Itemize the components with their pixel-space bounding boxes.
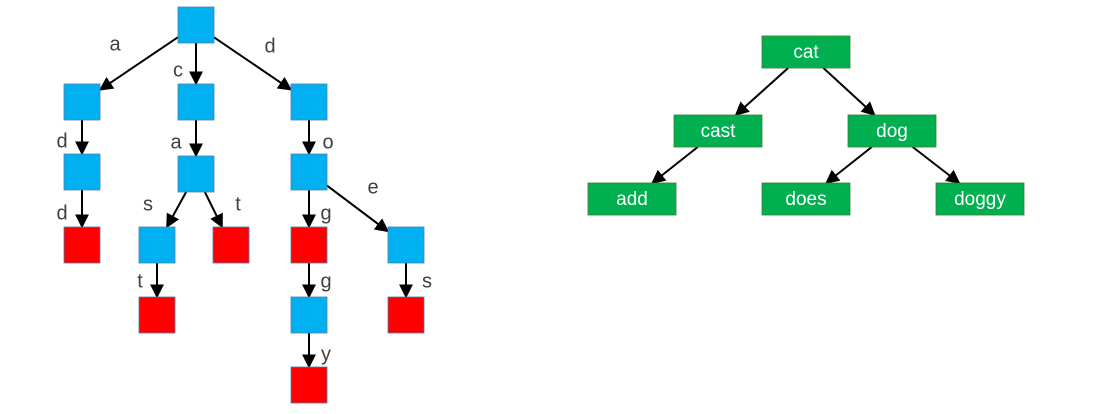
trie-edge-label: d [56, 130, 67, 152]
trie-terminal-node [138, 296, 176, 334]
bst-edges [651, 67, 961, 184]
trie-edges: a c d d a o d s t g e t g s y [56, 33, 432, 369]
trie-edge-label: a [109, 33, 121, 55]
trie-terminal-node [212, 226, 250, 264]
bst-edge-cat-dog [822, 67, 876, 116]
trie-edge-label: g [320, 202, 331, 224]
trie-edge-label: c [173, 59, 183, 81]
trie-edge-root-d [213, 36, 293, 91]
bst-node-box [847, 114, 937, 148]
trie-edge-label: s [422, 270, 432, 292]
trie-edge-label: o [322, 131, 333, 153]
bst-diagram: cat cast dog add does doggy [587, 35, 1025, 216]
trie-edge-label: d [56, 202, 67, 224]
trie-nodes [63, 6, 425, 404]
trie-edge-label: t [235, 193, 241, 215]
trie-edge-label: d [264, 35, 275, 57]
trie-terminal-node [63, 226, 101, 264]
trie-internal-node [290, 153, 328, 191]
trie-edge-label: e [367, 176, 378, 198]
bst-nodes: cat cast dog add does doggy [587, 35, 1025, 216]
bst-node-label: cast [701, 121, 737, 142]
bst-edge-dog-does [825, 146, 873, 184]
bst-node-box [761, 182, 851, 216]
bst-node-add: add [587, 182, 677, 216]
trie-edge-label: g [320, 270, 331, 292]
trie-terminal-node [290, 226, 328, 264]
trie-internal-node [63, 83, 101, 121]
trie-terminal-node [290, 366, 328, 404]
bst-node-box [935, 182, 1025, 216]
bst-node-label: does [785, 189, 826, 210]
bst-node-box [587, 182, 677, 216]
bst-node-label: cat [793, 42, 819, 63]
trie-internal-node [177, 6, 215, 44]
trie-edge-label: s [143, 193, 153, 215]
trie-terminal-node [387, 296, 425, 334]
bst-node-label: dog [876, 121, 908, 142]
bst-node-cast: cast [673, 114, 763, 148]
trie-edge-root-a [98, 36, 179, 91]
trie-internal-node [387, 226, 425, 264]
trie-edge-ca-cat [203, 191, 224, 229]
trie-edge-ca-cas [166, 191, 187, 229]
trie-internal-node [290, 296, 328, 334]
bst-edge-cast-add [651, 146, 699, 184]
trie-edge-label: a [170, 131, 182, 153]
trie-edge-do-doe [326, 184, 390, 233]
bst-node-doggy: doggy [935, 182, 1025, 216]
bst-edge-dog-doggy [912, 146, 961, 184]
bst-node-label: doggy [954, 189, 1006, 210]
bst-node-does: does [761, 182, 851, 216]
trie-internal-node [177, 155, 215, 193]
bst-node-label: add [616, 189, 648, 210]
trie-edge-label: y [321, 343, 331, 365]
trie-internal-node [290, 83, 328, 121]
trie-internal-node [63, 153, 101, 191]
trie-internal-node [177, 83, 215, 121]
bst-node-cat: cat [761, 35, 851, 69]
trie-internal-node [138, 226, 176, 264]
trie-edge-label: t [137, 270, 143, 292]
bst-node-box [673, 114, 763, 148]
bst-node-box [761, 35, 851, 69]
trie-diagram: a c d d a o d s t g e t g s y [56, 6, 432, 404]
bst-edge-cat-cast [734, 67, 789, 116]
bst-node-dog: dog [847, 114, 937, 148]
